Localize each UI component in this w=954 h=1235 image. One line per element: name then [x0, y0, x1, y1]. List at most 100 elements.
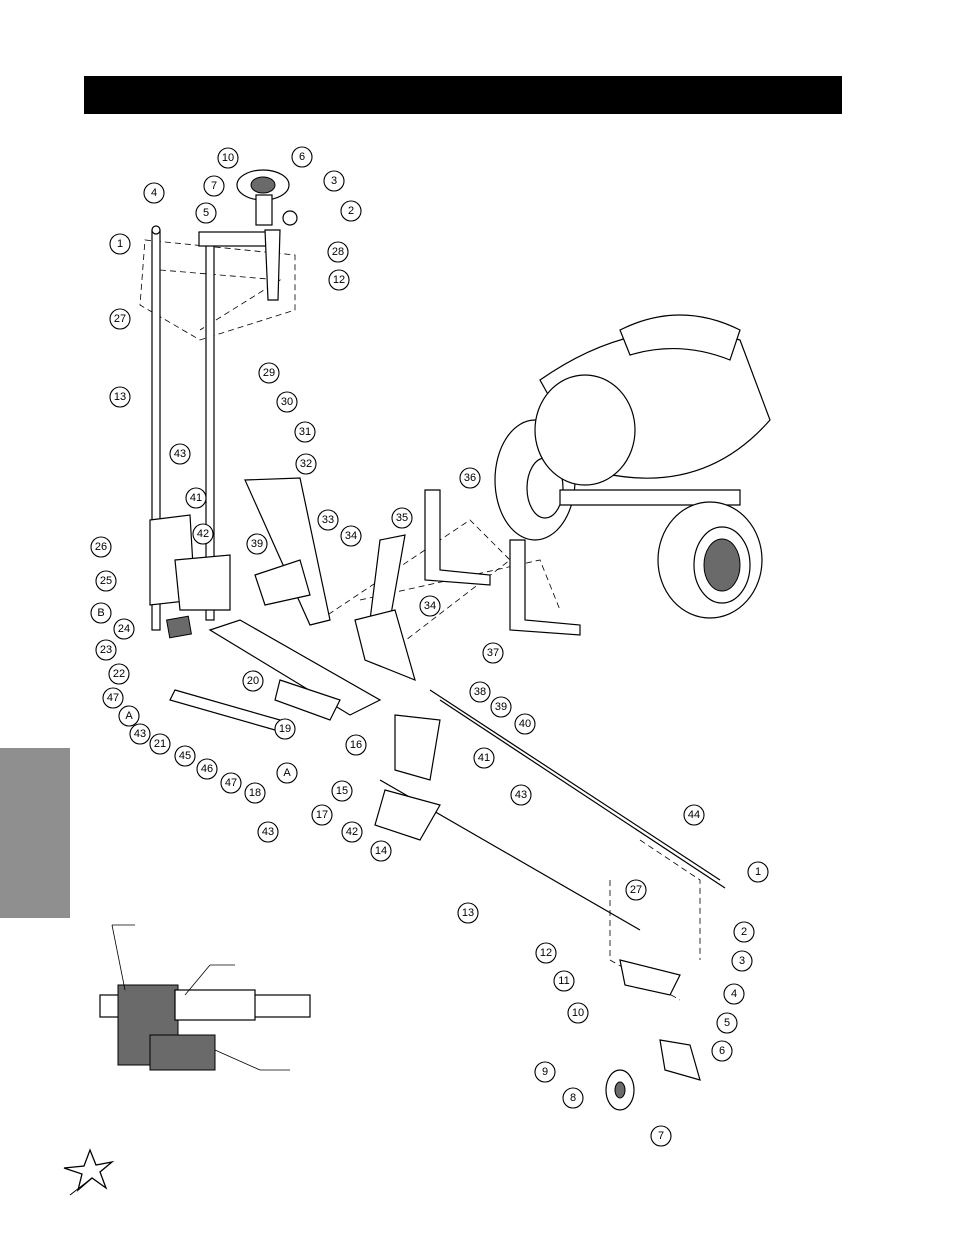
- callout-number: 2: [348, 205, 354, 217]
- callout-circle: [174, 745, 196, 767]
- callout-number: 42: [346, 826, 358, 838]
- callout-circle: [340, 200, 362, 222]
- callout-circle: [391, 507, 413, 529]
- part-callout-10: 10: [567, 1002, 589, 1024]
- part-callout-10: 10: [217, 147, 239, 169]
- part-callout-35: 35: [391, 507, 413, 529]
- callout-number: 15: [336, 785, 348, 797]
- callout-circle: [341, 821, 363, 843]
- callout-circle: [217, 147, 239, 169]
- side-tab: [0, 748, 70, 918]
- callout-number: 21: [154, 738, 166, 750]
- callout-circle: [716, 1012, 738, 1034]
- part-callout-34: 34: [419, 595, 441, 617]
- callout-number: 8: [570, 1092, 576, 1104]
- part-callout-1: 1: [747, 861, 769, 883]
- callout-circle: [258, 362, 280, 384]
- linear-actuator-image: [99, 924, 311, 1071]
- callout-circle: [203, 175, 225, 197]
- callout-circle: [323, 170, 345, 192]
- callout-circle: [220, 772, 242, 794]
- callout-circle: [109, 308, 131, 330]
- part-callout-42: 42: [341, 821, 363, 843]
- callout-number: 3: [331, 175, 337, 187]
- part-callout-4: 4: [143, 182, 165, 204]
- part-callout-12: 12: [535, 942, 557, 964]
- part-callout-27: 27: [109, 308, 131, 330]
- part-callout-33: 33: [317, 509, 339, 531]
- part-callout-13: 13: [457, 902, 479, 924]
- callout-number: 18: [249, 787, 261, 799]
- part-callout-39: 39: [246, 533, 268, 555]
- callout-number: 43: [174, 448, 186, 460]
- callout-circle: [102, 687, 124, 709]
- callout-number: 27: [114, 313, 126, 325]
- callout-circle: [108, 663, 130, 685]
- part-callout-17: 17: [311, 804, 333, 826]
- callout-number: 7: [211, 180, 217, 192]
- callout-number: 4: [731, 988, 737, 1000]
- part-callout-23: 23: [95, 639, 117, 661]
- callout-number: 32: [300, 458, 312, 470]
- callout-circle: [457, 902, 479, 924]
- callout-circle: [328, 269, 350, 291]
- callout-number: 47: [225, 777, 237, 789]
- part-callout-18: 18: [244, 782, 266, 804]
- callout-number: 22: [113, 668, 125, 680]
- star-logo-icon: [63, 1148, 115, 1196]
- callout-number: 10: [572, 1007, 584, 1019]
- part-callout-32: 32: [295, 453, 317, 475]
- part-callout-37: 37: [482, 642, 504, 664]
- part-callout-16: 16: [345, 734, 367, 756]
- callout-circle: [510, 784, 532, 806]
- callout-circle: [129, 723, 151, 745]
- callout-circle: [419, 595, 441, 617]
- callout-circle: [118, 705, 140, 727]
- callout-circle: [459, 467, 481, 489]
- callout-number: 34: [345, 530, 357, 542]
- part-callout-46: 46: [196, 758, 218, 780]
- part-callout-44: 44: [683, 804, 705, 826]
- callout-circle: [683, 804, 705, 826]
- callout-circle: [242, 670, 264, 692]
- callout-number: 27: [630, 884, 642, 896]
- part-callout-45: 45: [174, 745, 196, 767]
- part-callout-41: 41: [473, 747, 495, 769]
- callout-circle: [169, 443, 191, 465]
- part-callout-36: 36: [459, 467, 481, 489]
- boom-rod-assembly: [374, 689, 726, 1111]
- part-callout-A: A: [276, 762, 298, 784]
- callout-number: 39: [251, 538, 263, 550]
- callout-circle: [185, 487, 207, 509]
- part-callout-5: 5: [716, 1012, 738, 1034]
- callout-number: 47: [107, 692, 119, 704]
- part-callout-26: 26: [90, 536, 112, 558]
- pedal-assembly: [244, 477, 581, 682]
- callout-number: A: [125, 710, 133, 722]
- callout-circle: [317, 509, 339, 531]
- callout-number: 24: [118, 623, 130, 635]
- callout-number: 41: [478, 752, 490, 764]
- callout-circle: [195, 202, 217, 224]
- callout-number: 11: [558, 975, 569, 987]
- callout-number: 13: [114, 391, 126, 403]
- callout-number: 43: [134, 728, 146, 740]
- callout-number: 46: [201, 763, 213, 775]
- part-callout-13: 13: [109, 386, 131, 408]
- callout-number: 36: [464, 472, 476, 484]
- part-callout-42: 42: [192, 523, 214, 545]
- callout-number: 26: [95, 541, 107, 553]
- part-callout-28: 28: [327, 241, 349, 263]
- callout-number: 45: [179, 750, 191, 762]
- callout-circle: [95, 639, 117, 661]
- part-callout-29: 29: [258, 362, 280, 384]
- callout-circle: [469, 681, 491, 703]
- callout-circle: [244, 782, 266, 804]
- callout-number: 31: [299, 426, 311, 438]
- part-callout-40: 40: [514, 713, 536, 735]
- part-callout-15: 15: [331, 780, 353, 802]
- part-callout-A: A: [118, 705, 140, 727]
- callout-number: 37: [487, 647, 499, 659]
- part-callout-3: 3: [323, 170, 345, 192]
